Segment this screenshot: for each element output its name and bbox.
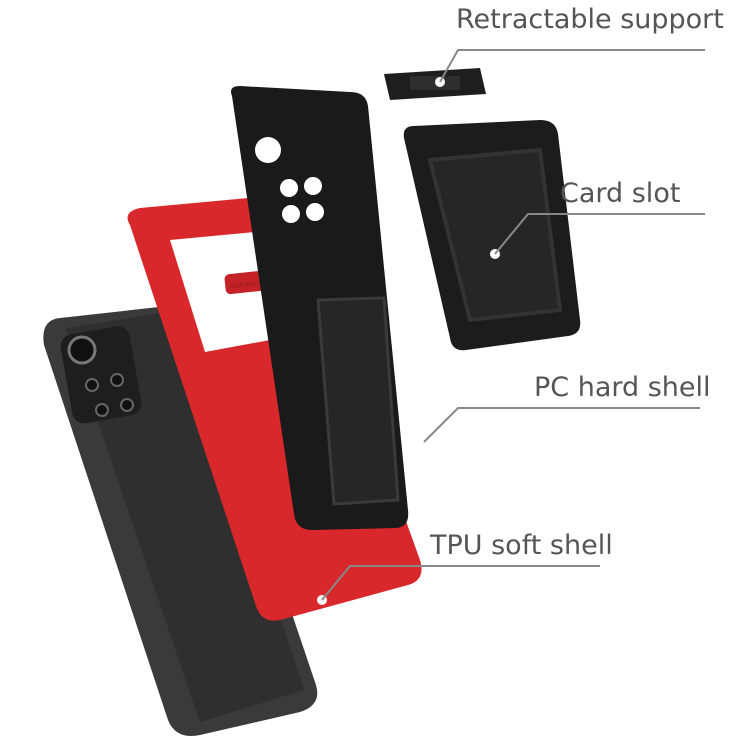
card-slot — [403, 120, 581, 351]
retractable-support — [384, 68, 486, 100]
phone — [43, 306, 318, 736]
callout-card-slot: Card slot — [560, 178, 681, 209]
leader-lines — [321, 49, 705, 601]
pc-hard-shell — [231, 86, 429, 530]
callout-tpu-soft-shell: TPU soft shell — [430, 530, 613, 561]
callout-pc-hard-shell: PC hard shell — [534, 372, 711, 403]
autofocus-emboss: AUTOFOCUS — [230, 280, 268, 290]
callout-retractable-support: Retractable support — [456, 4, 724, 35]
